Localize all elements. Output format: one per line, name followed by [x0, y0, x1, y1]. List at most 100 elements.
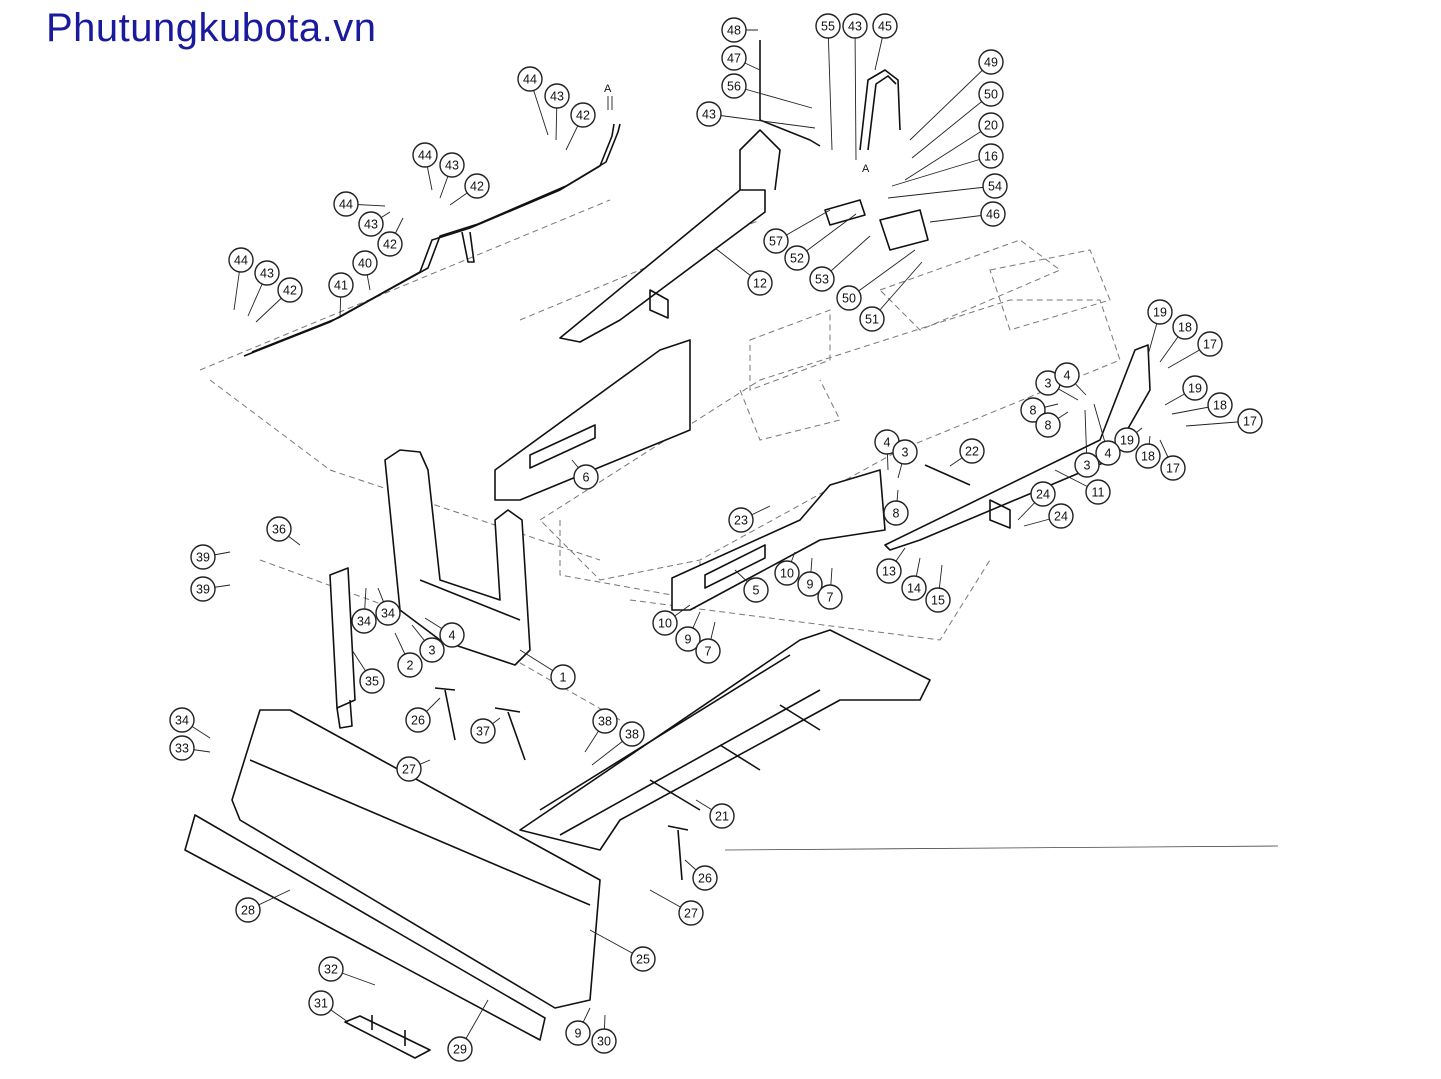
- callout-27: 27: [396, 756, 422, 782]
- callout-circle: [254, 260, 280, 286]
- callout-circle: [1074, 452, 1100, 478]
- callout-circle: [439, 152, 465, 178]
- callout-number: 42: [283, 284, 297, 298]
- callout-circle: [190, 544, 216, 570]
- callout-circle: [591, 1028, 617, 1054]
- callout-circle: [842, 13, 868, 39]
- callout-34: 34: [169, 707, 195, 733]
- callout-number: 12: [753, 277, 767, 291]
- callout-number: 38: [598, 715, 612, 729]
- callout-42: 42: [570, 102, 596, 128]
- callout-17: 17: [1237, 408, 1263, 434]
- callout-number: 43: [260, 267, 274, 281]
- callout-number: 32: [324, 963, 338, 977]
- callout-circle: [1147, 299, 1173, 325]
- callout-4: 4: [1054, 362, 1080, 388]
- callout-number: 44: [339, 198, 353, 212]
- callout-6: 6: [573, 464, 599, 490]
- callout-30: 30: [591, 1028, 617, 1054]
- callout-3: 3: [1074, 452, 1100, 478]
- callout-33: 33: [169, 735, 195, 761]
- callout-42: 42: [464, 173, 490, 199]
- callout-number: 15: [931, 594, 945, 608]
- callout-43: 43: [696, 101, 722, 127]
- callout-number: 34: [175, 714, 189, 728]
- callout-number: 3: [429, 644, 436, 658]
- callout-number: 3: [902, 446, 909, 460]
- callout-41: 41: [328, 272, 354, 298]
- callout-circle: [470, 718, 496, 744]
- leader-line-43: [854, 25, 857, 161]
- callout-38: 38: [592, 708, 618, 734]
- callout-circle: [692, 865, 718, 891]
- callout-8: 8: [1020, 397, 1046, 423]
- callout-number: 10: [658, 617, 672, 631]
- callout-number: 10: [780, 567, 794, 581]
- callout-number: 3: [1045, 377, 1052, 391]
- callout-circle: [784, 245, 810, 271]
- callout-circle: [1095, 440, 1121, 466]
- callout-44: 44: [412, 142, 438, 168]
- callout-circle: [1197, 331, 1223, 357]
- callout-number: 57: [769, 235, 783, 249]
- control-rods: [759, 40, 901, 151]
- callout-circle: [573, 464, 599, 490]
- callout-circle: [817, 584, 843, 610]
- callout-22: 22: [959, 438, 985, 464]
- leader-line-20: [904, 124, 992, 181]
- callout-circle: [308, 990, 334, 1016]
- callout-42: 42: [377, 231, 403, 257]
- site-title: Phutungkubota.vn: [46, 6, 377, 50]
- callout-circle: [228, 247, 254, 273]
- callout-number: 49: [984, 56, 998, 70]
- callout-8: 8: [1035, 412, 1061, 438]
- callout-43: 43: [544, 83, 570, 109]
- callout-7: 7: [817, 584, 843, 610]
- callout-number: 34: [357, 615, 371, 629]
- engine-ghost: [749, 249, 1111, 391]
- callout-circle: [709, 803, 735, 829]
- callout-number: 36: [272, 523, 286, 537]
- callout-26: 26: [405, 707, 431, 733]
- callout-21: 21: [709, 803, 735, 829]
- callout-circle: [1054, 362, 1080, 388]
- callout-number: 19: [1188, 382, 1202, 396]
- callout-number: 48: [727, 24, 741, 38]
- callout-number: 44: [234, 254, 248, 268]
- arrow-label-a-right: A: [862, 163, 870, 175]
- callout-4: 4: [1095, 440, 1121, 466]
- callout-number: 42: [383, 238, 397, 252]
- callout-circle: [728, 507, 754, 533]
- callout-15: 15: [925, 587, 951, 613]
- callout-number: 3: [1084, 459, 1091, 473]
- callout-number: 8: [1045, 419, 1052, 433]
- callout-43: 43: [254, 260, 280, 286]
- callout-44: 44: [517, 66, 543, 92]
- callout-43: 43: [358, 211, 384, 237]
- callout-19: 19: [1114, 427, 1140, 453]
- callout-44: 44: [333, 191, 359, 217]
- callout-24: 24: [1048, 503, 1074, 529]
- callout-circle: [277, 277, 303, 303]
- callout-42: 42: [277, 277, 303, 303]
- leader-line-49: [909, 61, 992, 141]
- leader-line-55: [827, 25, 833, 151]
- callout-circle: [396, 756, 422, 782]
- callout-number: 9: [575, 1027, 582, 1041]
- callout-55: 55: [815, 13, 841, 39]
- callout-number: 18: [1178, 321, 1192, 335]
- callout-number: 24: [1036, 488, 1050, 502]
- callout-35: 35: [359, 668, 385, 694]
- dozer-blade-25: [231, 709, 601, 1009]
- callout-circle: [1182, 375, 1208, 401]
- callout-circle: [883, 500, 909, 526]
- callout-number: 53: [815, 273, 829, 287]
- callout-number: 4: [884, 436, 891, 450]
- callout-circle: [652, 610, 678, 636]
- callout-9: 9: [797, 571, 823, 597]
- callout-29: 29: [447, 1036, 473, 1062]
- callout-number: 42: [576, 109, 590, 123]
- callout-23: 23: [728, 507, 754, 533]
- callout-circle: [892, 439, 918, 465]
